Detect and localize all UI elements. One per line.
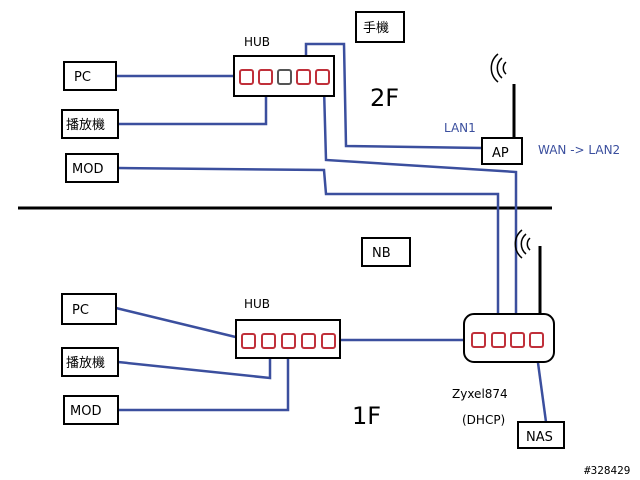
hub-ports-2f xyxy=(239,69,330,85)
nas-label: NAS xyxy=(526,430,553,445)
router-ports xyxy=(471,332,544,348)
hub-port xyxy=(277,69,292,85)
hub-port xyxy=(258,69,273,85)
nas-box xyxy=(517,421,565,449)
wires-2f xyxy=(116,42,518,332)
floor-label-2f: 2F xyxy=(370,84,399,112)
hub-port xyxy=(241,333,256,349)
wire-mod-router xyxy=(117,166,500,332)
hub-port xyxy=(281,333,296,349)
hub-ports-1f xyxy=(241,333,336,349)
ap-wan-label: WAN -> LAN2 xyxy=(538,143,620,157)
hub-port xyxy=(261,333,276,349)
hub-port xyxy=(315,69,330,85)
pc-label-1f: PC xyxy=(72,303,89,318)
wifi-icon xyxy=(514,229,531,259)
watermark: #328429 xyxy=(584,464,630,477)
wire-mod-hub-1f xyxy=(118,350,290,412)
router-name: Zyxel874 xyxy=(452,387,508,401)
hub-port xyxy=(296,69,311,85)
router-port xyxy=(529,332,544,348)
nb-label: NB xyxy=(372,246,391,261)
player-label-2f: 播放機 xyxy=(66,118,105,133)
mod-label-1f: MOD xyxy=(70,404,101,419)
wire-hub2f-router xyxy=(322,87,518,332)
router-port xyxy=(510,332,525,348)
ap-label: AP xyxy=(492,146,509,161)
pc-box-2f xyxy=(63,61,117,91)
router-mode: (DHCP) xyxy=(462,413,505,427)
router-port xyxy=(471,332,486,348)
hub-label-1f: HUB xyxy=(244,297,270,311)
phone-box xyxy=(355,11,405,43)
nb-box xyxy=(361,237,411,267)
phone-label: 手機 xyxy=(363,21,389,36)
hub-label-2f: HUB xyxy=(244,35,270,49)
mod-label-2f: MOD xyxy=(72,162,103,177)
pc-label-2f: PC xyxy=(74,70,91,85)
ap-box xyxy=(481,137,523,165)
router-box xyxy=(463,313,555,363)
hub-port xyxy=(239,69,254,85)
player-box-2f xyxy=(61,109,119,139)
player-label-1f: 播放機 xyxy=(66,356,105,371)
floor-label-1f: 1F xyxy=(352,402,381,430)
wifi-icon xyxy=(490,53,507,83)
mod-box-2f xyxy=(65,153,119,183)
wire-phone-hub-2f xyxy=(304,42,483,150)
wire-pc-hub-1f xyxy=(115,306,249,342)
player-box-1f xyxy=(61,347,119,377)
router-port xyxy=(491,332,506,348)
wire-player-hub-2f xyxy=(118,88,268,126)
pc-box-1f xyxy=(61,293,117,325)
hub-port xyxy=(301,333,316,349)
ap-lan-label: LAN1 xyxy=(444,121,476,135)
wire-player-hub-1f xyxy=(117,350,272,380)
hub-port xyxy=(321,333,336,349)
mod-box-1f xyxy=(63,395,119,425)
